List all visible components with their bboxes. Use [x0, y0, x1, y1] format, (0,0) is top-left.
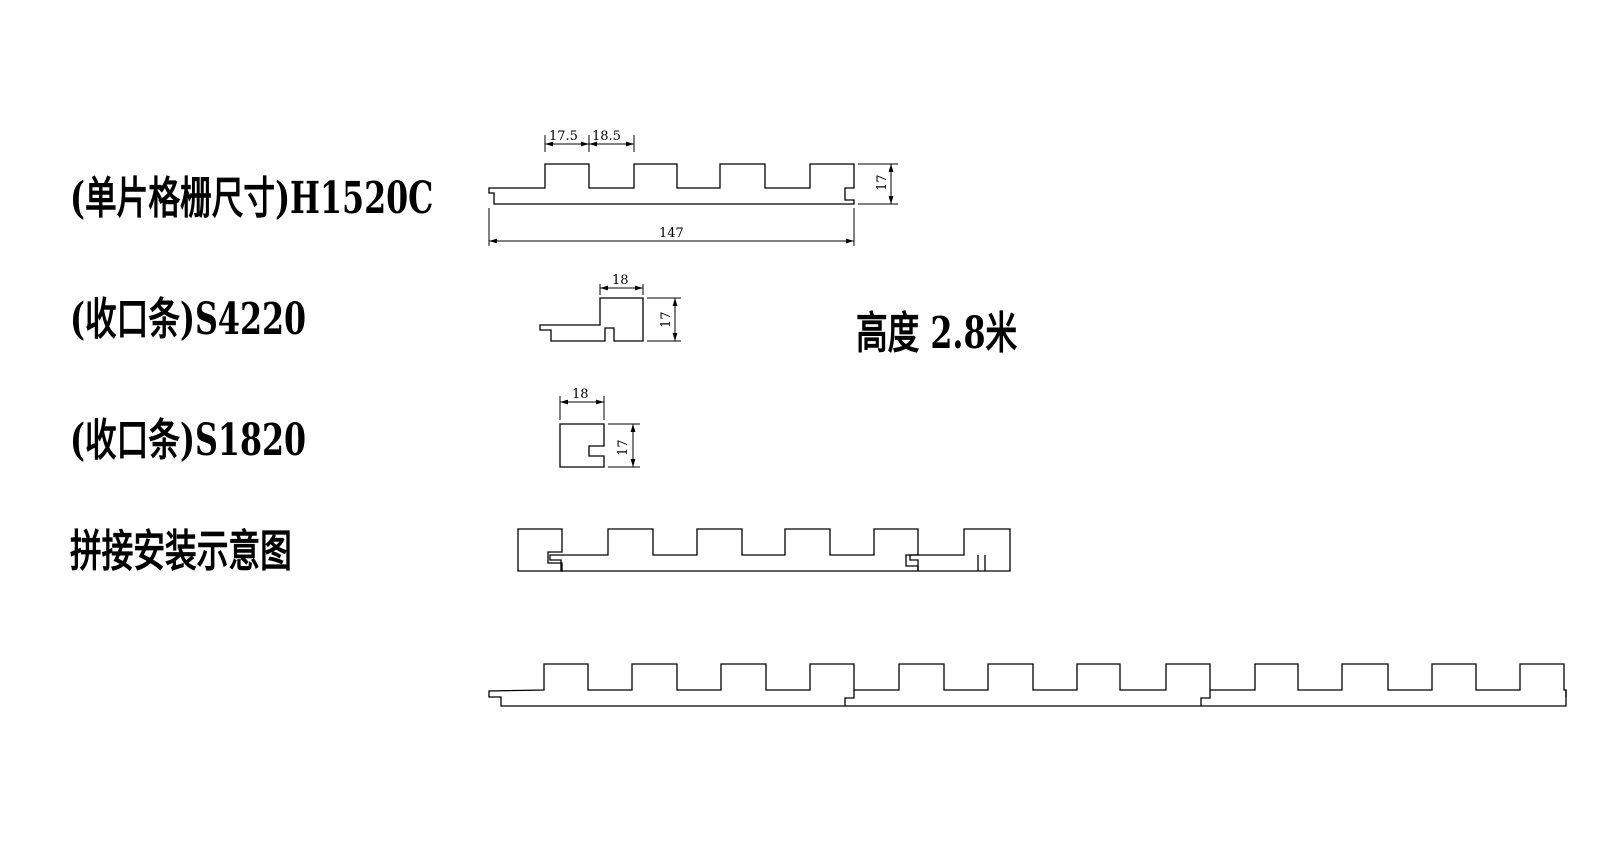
h1520c-top-dimension: 17.5 18.5: [544, 129, 635, 152]
s1820-thickness-dimension: 17: [608, 423, 640, 468]
continuous-panels: [488, 663, 1567, 707]
s4220-dim-width: 18: [612, 273, 629, 288]
dim-thickness: 17: [875, 174, 890, 191]
s1820-profile: [559, 423, 605, 468]
h1520c-thickness-dimension: 17: [858, 163, 898, 205]
dim-gap-width: 18.5: [592, 129, 621, 144]
s4220-title: (收口条)S4220: [70, 294, 307, 345]
dim-total-width: 147: [659, 226, 684, 241]
splice-diagram: [517, 528, 1011, 572]
h1520c-width-dimension: 147: [488, 208, 855, 246]
s4220-dim-thickness: 17: [659, 311, 674, 328]
h1520c-profile: [488, 163, 855, 205]
s1820-width-dimension: 18: [559, 387, 605, 420]
s4220-thickness-dimension: 17: [647, 297, 681, 342]
splice-install-title: 拼接安装示意图: [70, 526, 292, 577]
dim-rib-width: 17.5: [549, 129, 578, 144]
s1820-dim-width: 18: [572, 387, 589, 402]
s4220-profile: [539, 297, 644, 342]
height-note: 高度 2.8米: [856, 308, 1018, 359]
s4220-width-dimension: 18: [599, 273, 644, 295]
s1820-dim-thickness: 17: [616, 439, 631, 456]
h1520c-title: (单片格栅尺寸)H1520C: [70, 173, 434, 224]
s1820-title: (收口条)S1820: [70, 415, 307, 466]
